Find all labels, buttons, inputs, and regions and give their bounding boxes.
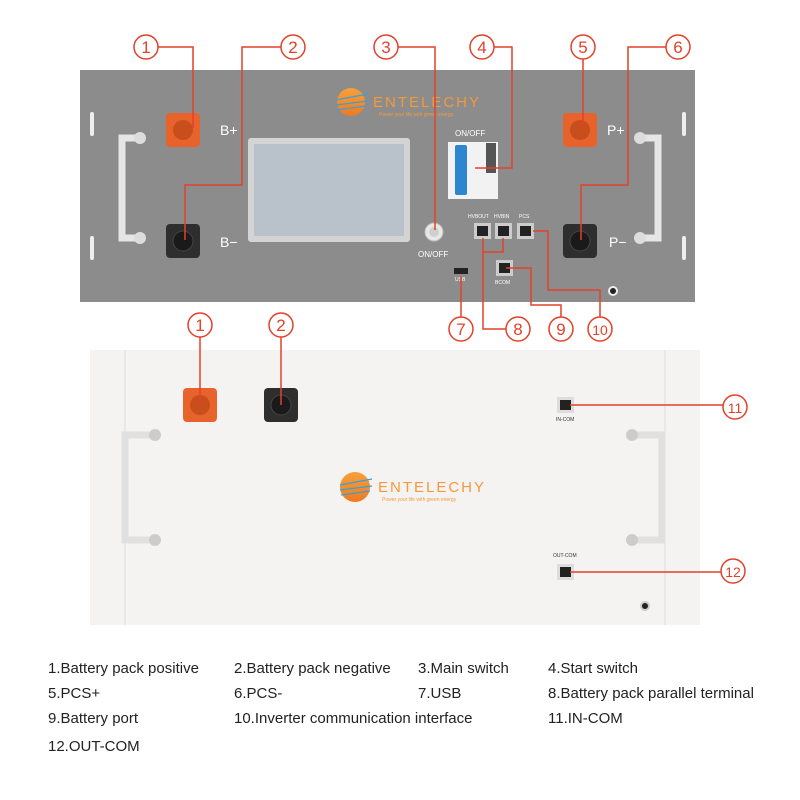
svg-text:8: 8 [513, 320, 522, 339]
bcom-port[interactable] [496, 260, 513, 276]
svg-text:3: 3 [381, 38, 390, 57]
p-minus-connector [563, 224, 597, 258]
hvbin-port[interactable] [495, 223, 512, 239]
in-com-label: IN-COM [556, 417, 574, 423]
b-plus-connector [166, 113, 200, 147]
legend-item: 6.PCS- [234, 685, 283, 702]
svg-text:1: 1 [195, 316, 204, 335]
callout-3: 3 [373, 34, 399, 60]
svg-text:11: 11 [728, 400, 743, 416]
svg-text:9: 9 [556, 320, 565, 339]
pcs-label: PCS [519, 214, 530, 220]
bcom-label: BCOM [495, 280, 510, 286]
hvbout-port[interactable] [474, 223, 491, 239]
pcs-port[interactable] [517, 223, 534, 239]
callout-back-1: 1 [187, 312, 213, 338]
display-screen [248, 138, 410, 242]
back-logo-name: ENTELECHY [378, 479, 486, 496]
diagram-svg: B+ B− ENTELECHY Power your life with gre… [80, 34, 748, 625]
callout-lines [158, 46, 723, 573]
front-panel: B+ B− ENTELECHY Power your life with gre… [80, 70, 695, 302]
legend-item: 9.Battery port [48, 710, 139, 727]
callout-12: 12 [720, 558, 746, 584]
legend-item: 2.Battery pack negative [234, 660, 391, 677]
handle-right[interactable] [634, 132, 662, 244]
back-logo: ENTELECHY Power your life with green ene… [339, 472, 486, 503]
callout-9: 9 [548, 316, 574, 342]
legend-item: 4.Start switch [548, 660, 639, 677]
legend-item: 5.PCS+ [48, 685, 101, 702]
svg-text:2: 2 [276, 316, 285, 335]
svg-text:10: 10 [592, 322, 608, 338]
legend-item: 8.Battery pack parallel terminal [548, 685, 754, 702]
svg-text:6: 6 [673, 38, 682, 57]
p-plus-label: P+ [607, 122, 625, 138]
out-com-port[interactable] [557, 564, 574, 580]
start-button[interactable] [424, 222, 444, 242]
callout-5: 5 [570, 34, 596, 60]
handle-left[interactable] [118, 132, 146, 244]
svg-text:2: 2 [288, 38, 297, 57]
b-minus-connector [166, 224, 200, 258]
out-com-label: OUT-COM [553, 553, 577, 559]
svg-text:5: 5 [578, 38, 587, 57]
callout-4: 4 [469, 34, 495, 60]
usb-port[interactable] [454, 268, 468, 274]
logo: ENTELECHY Power your life with green ene… [335, 88, 481, 118]
button-label: ON/OFF [418, 250, 448, 259]
switch-label: ON/OFF [455, 129, 485, 138]
callout-back-2: 2 [268, 312, 294, 338]
b-minus-label: B− [220, 234, 238, 250]
in-com-port[interactable] [557, 397, 574, 413]
logo-tagline: Power your life with green energy [379, 112, 454, 118]
legend-item: 12.OUT-COM [48, 738, 140, 755]
svg-text:1: 1 [141, 38, 150, 57]
callout-7: 7 [448, 316, 474, 342]
legend-item: 7.USB [418, 685, 462, 702]
legend-item: 10.Inverter communication interface [234, 710, 473, 727]
legend-item: 11.IN-COM [548, 710, 623, 727]
svg-text:4: 4 [477, 38, 486, 57]
handle-left-back[interactable] [121, 429, 161, 546]
logo-name: ENTELECHY [373, 94, 481, 111]
callout-11: 11 [722, 394, 748, 420]
callout-8: 8 [505, 316, 531, 342]
main-switch[interactable] [448, 142, 498, 199]
p-plus-connector [563, 113, 597, 147]
back-panel: ENTELECHY Power your life with green ene… [90, 350, 700, 625]
b-plus-label: B+ [220, 122, 238, 138]
legend-item: 3.Main switch [418, 660, 509, 677]
callout-1: 1 [133, 34, 159, 60]
ground-screw [608, 286, 618, 296]
legend-item: 1.Battery pack positive [48, 660, 199, 677]
handle-right-back[interactable] [626, 429, 666, 546]
p-minus-label: P− [609, 234, 627, 250]
hvbout-label: HVBOUT [468, 214, 489, 220]
svg-text:12: 12 [725, 564, 741, 580]
back-logo-tagline: Power your life with green energy [382, 497, 457, 503]
svg-text:7: 7 [456, 320, 465, 339]
back-ground-screw [640, 601, 650, 611]
hvbin-label: HVBIN [494, 214, 510, 220]
callouts: 1 2 3 4 5 6 7 8 9 10 1 2 11 12 [133, 34, 748, 584]
callout-6: 6 [665, 34, 691, 60]
callout-10: 10 [587, 316, 613, 342]
callout-2: 2 [280, 34, 306, 60]
